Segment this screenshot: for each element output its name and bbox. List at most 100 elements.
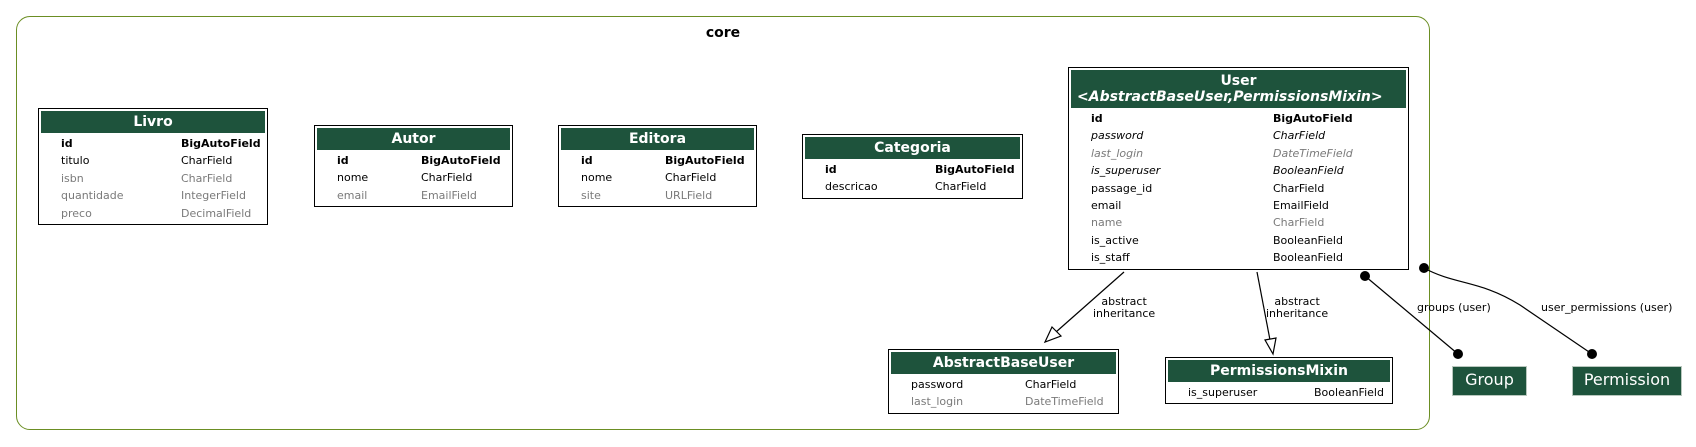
field-row: is_superuser BooleanField [1071,162,1406,179]
field-name: password [911,378,964,391]
field-row: nome CharField [561,169,754,186]
field-type: DecimalField [181,206,252,220]
field-type: CharField [665,171,717,185]
edge-label-user-permissions: user_permissions (user) [1541,301,1673,314]
field-row: quantidade IntegerField [41,187,265,204]
edge-label-abstract-1: abstract inheritance [1093,296,1155,320]
field-type: BooleanField [1273,164,1344,178]
edge-label-groups: groups (user) [1417,301,1491,314]
field-type: BooleanField [1273,251,1343,265]
field-type: CharField [181,171,233,185]
field-name: quantidade [61,189,124,203]
field-name: email [337,188,368,202]
field-name: titulo [61,154,90,168]
field-row: passage_id CharField [1071,180,1406,197]
field-row: is_staff BooleanField [1071,249,1406,266]
field-row: email EmailField [317,187,510,204]
field-type: CharField [1025,378,1077,391]
edge-label-line: abstract [1101,295,1147,308]
edge-label-line: inheritance [1093,307,1156,320]
field-name: id [1091,112,1103,125]
edge-dot [1587,349,1597,359]
field-name: is_active [1091,233,1139,247]
field-type: IntegerField [181,189,246,203]
field-type: BigAutoField [181,137,261,150]
field-type: BigAutoField [935,163,1015,176]
field-name: password [1091,129,1144,143]
field-type: BooleanField [1273,233,1343,247]
field-name: preco [61,206,92,220]
field-name: site [581,188,601,202]
model-subtitle: <AbstractBaseUser,PermissionsMixin> [1077,89,1383,105]
edge-user-permissions [1419,263,1597,359]
field-name: name [1091,216,1123,230]
field-type: EmailField [1273,199,1329,213]
model-title: Editora [561,128,754,150]
field-row: is_active BooleanField [1071,232,1406,249]
field-row: email EmailField [1071,197,1406,214]
field-name: isbn [61,171,84,185]
field-type: DateTimeField [1273,146,1353,160]
field-table: is_superuser BooleanField [1168,384,1390,401]
field-name: nome [581,171,613,185]
field-row: preco DecimalField [41,205,265,222]
edge-abstract-inheritance-1 [1043,271,1125,344]
field-name: is_staff [1091,251,1130,265]
field-type: BooleanField [1314,386,1384,399]
external-group[interactable]: Group [1452,366,1527,396]
model-title: User <AbstractBaseUser,PermissionsMixin> [1071,70,1406,108]
field-row: last_login DateTimeField [1071,145,1406,162]
field-name: last_login [911,395,964,409]
edge-dot [1453,349,1463,359]
edge-label-line: abstract [1274,295,1320,308]
field-row: id BigAutoField [1071,110,1406,127]
field-name: id [581,154,593,167]
model-user[interactable]: User <AbstractBaseUser,PermissionsMixin>… [1068,67,1409,270]
external-permission[interactable]: Permission [1572,366,1682,396]
field-name: is_superuser [1091,164,1161,178]
field-type: CharField [1273,129,1326,143]
field-name: email [1091,199,1122,213]
core-cluster: core [16,16,1430,430]
field-name: passage_id [1091,181,1153,195]
field-row: password CharField [891,376,1116,393]
field-name: id [337,154,349,167]
field-name: id [61,137,73,150]
field-row: is_superuser BooleanField [1168,384,1390,401]
field-type: CharField [1273,216,1325,230]
field-row: password CharField [1071,127,1406,144]
edge-label-line: inheritance [1266,307,1329,320]
edge-label-abstract-2: abstract inheritance [1266,296,1328,320]
model-title: Autor [317,128,510,150]
edge-dot [1419,263,1429,273]
edge-abstract-inheritance-2 [1256,271,1277,356]
cluster-label: core [705,25,741,41]
field-row: isbn CharField [41,170,265,187]
field-row: name CharField [1071,214,1406,231]
field-type: CharField [1273,181,1325,195]
field-type: EmailField [421,188,477,202]
field-name: is_superuser [1188,386,1258,399]
field-type: BigAutoField [1273,112,1353,125]
field-name: last_login [1091,146,1144,160]
model-title: Categoria [805,137,1020,159]
model-title-text: User [1220,73,1257,89]
